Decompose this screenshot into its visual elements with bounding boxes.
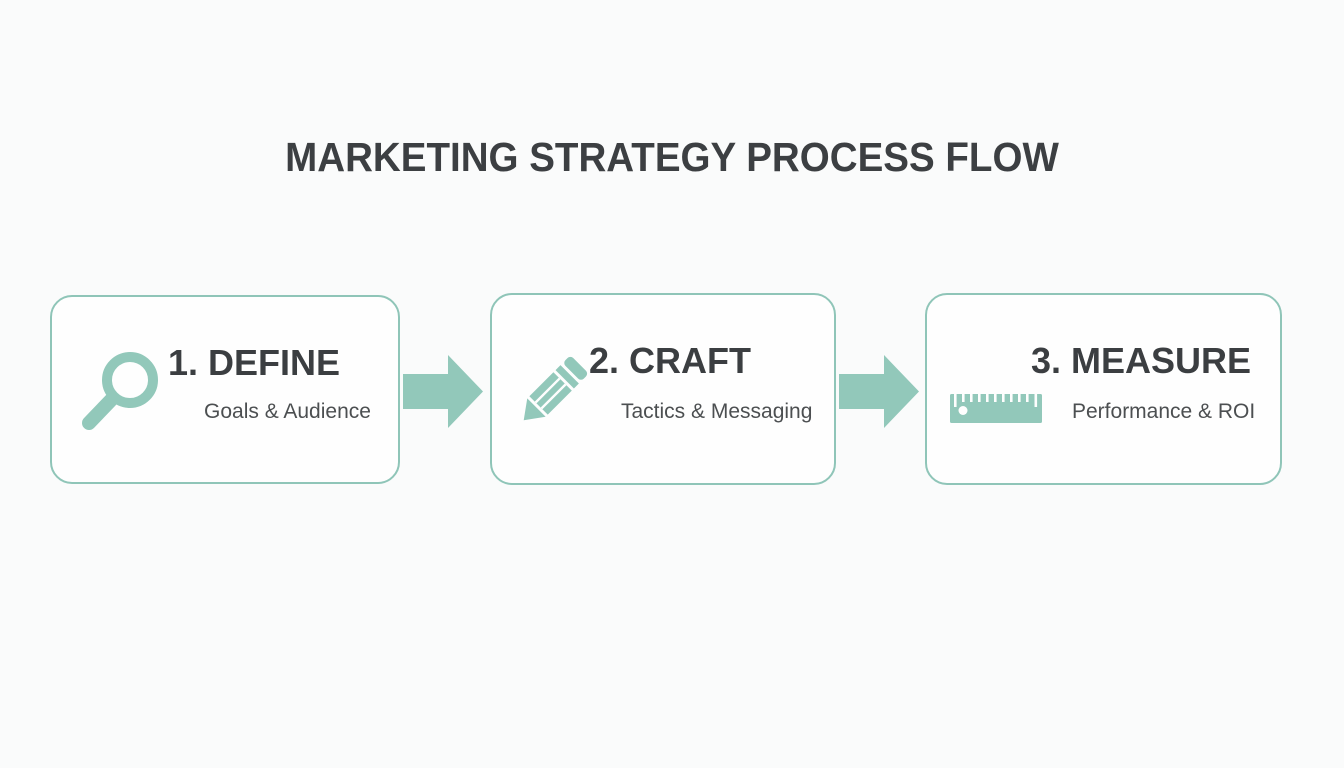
magnifier-icon (78, 349, 164, 437)
step-heading-craft: 2. CRAFT (589, 340, 751, 381)
step-box-measure: 3. MEASURE Performance & ROI (925, 293, 1282, 485)
step-subtitle-define: Goals & Audience (204, 400, 371, 423)
page-title: MARKETING STRATEGY PROCESS FLOW (285, 134, 1059, 180)
step-box-craft: 2. CRAFT Tactics & Messaging (490, 293, 836, 485)
step-subtitle-craft: Tactics & Messaging (621, 400, 813, 423)
step-heading-define: 1. DEFINE (168, 342, 341, 383)
pencil-icon (508, 346, 596, 438)
flow-arrow-1-icon (403, 355, 483, 429)
flow-arrow-2-icon (839, 355, 919, 429)
step-box-define: 1. DEFINE Goals & Audience (50, 295, 400, 484)
step-subtitle-measure: Performance & ROI (1072, 400, 1256, 423)
ruler-icon (950, 392, 1042, 424)
step-heading-measure: 3. MEASURE (1031, 340, 1252, 381)
